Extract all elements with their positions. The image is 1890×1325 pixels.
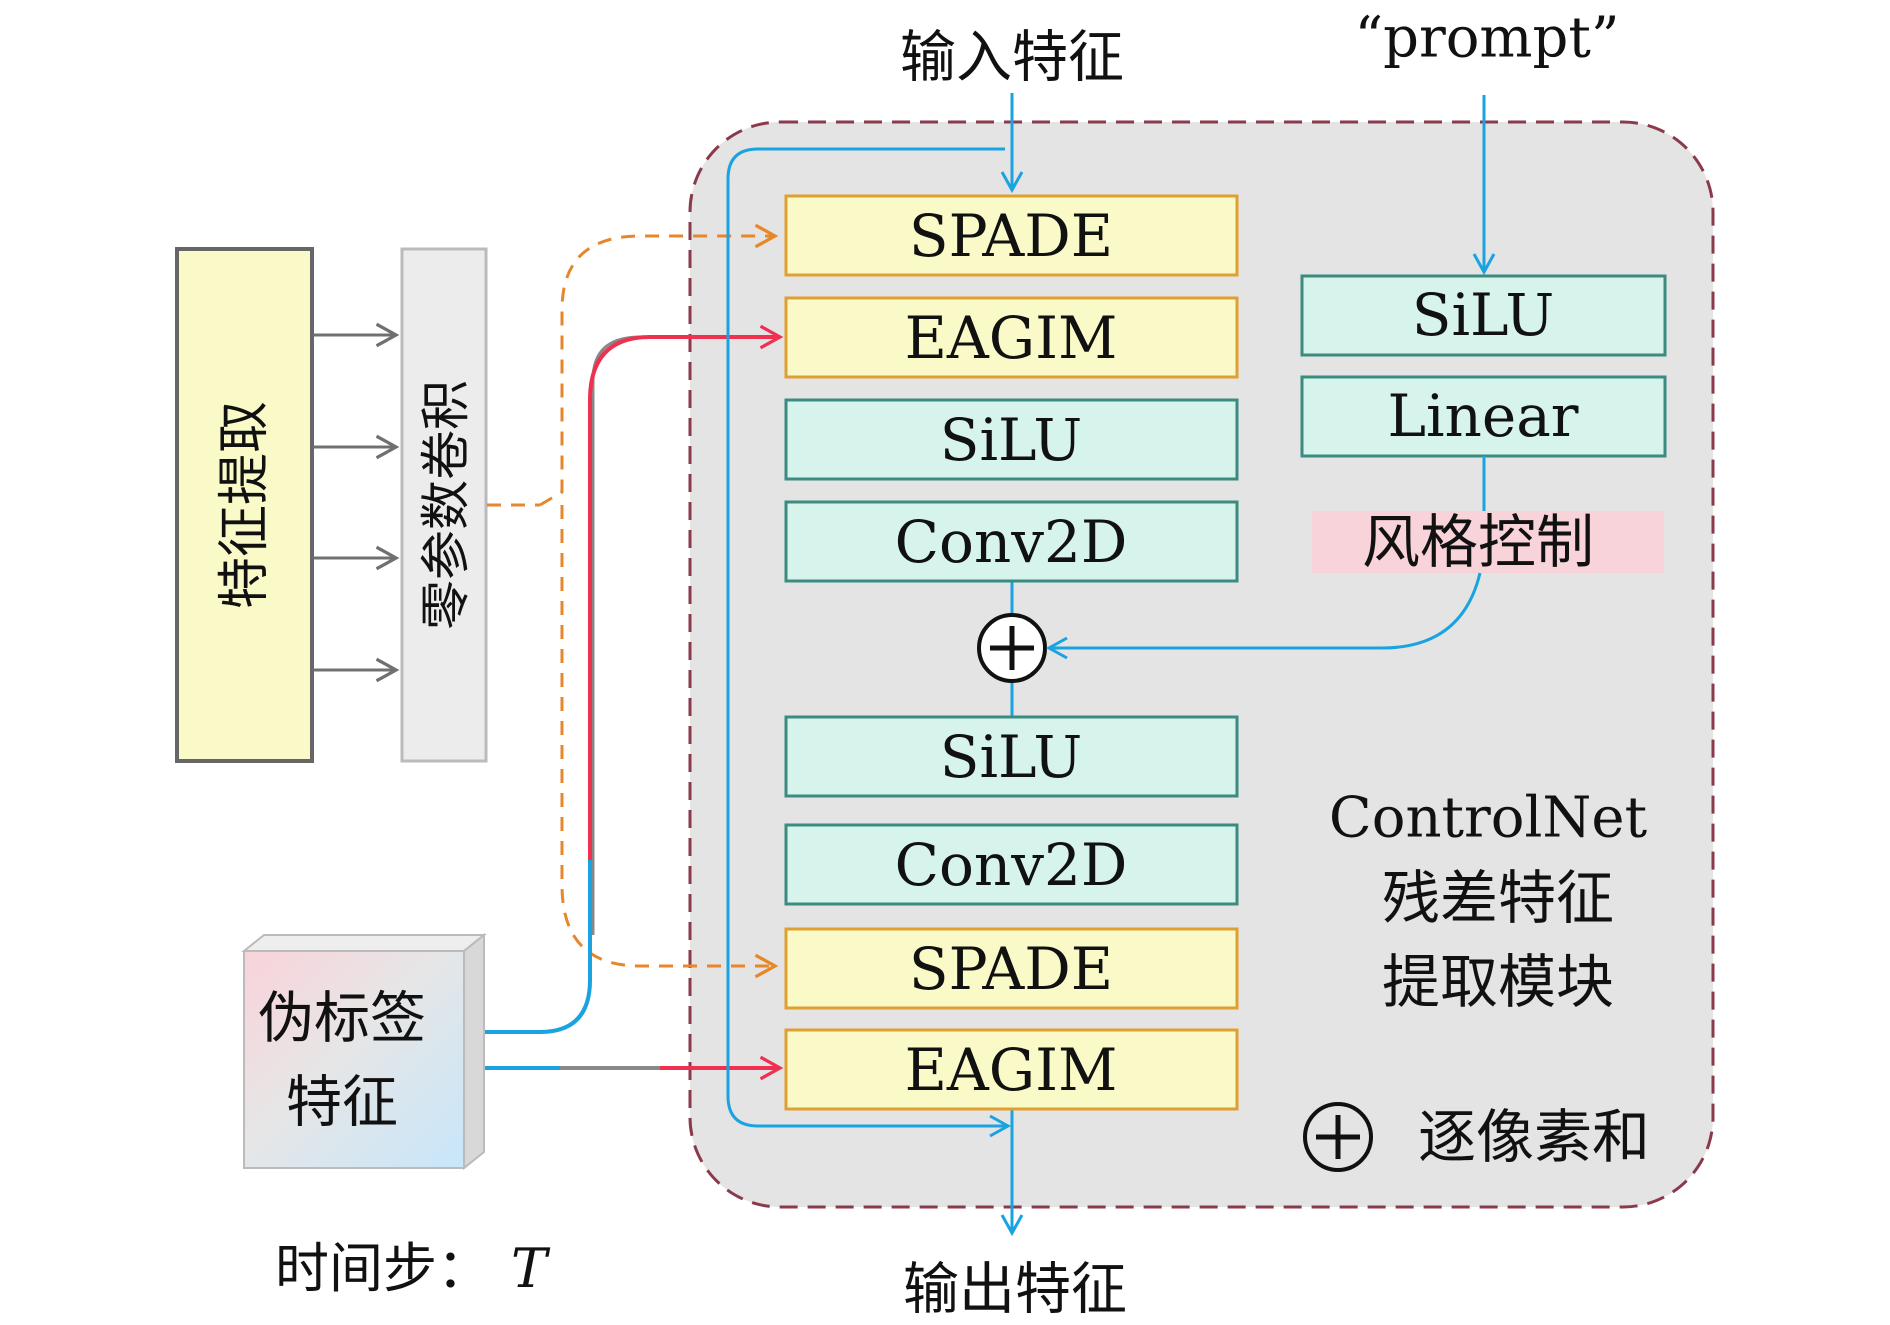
zero-conv-label: 零参数卷积 [417,380,475,630]
spade-top-label: SPADE [909,202,1113,270]
eagim-top-label: EAGIM [905,304,1118,372]
timestep-label: 时间步： T [275,1237,551,1300]
timestep-variable: T [511,1237,551,1300]
plus-legend: 逐像素和 [1303,1102,1650,1172]
silu-prompt-box [1300,274,1667,357]
module-name-line1: ControlNet [1329,786,1648,851]
pseudo-box-top-face [241,934,487,952]
eagim-bottom-label: EAGIM [905,1036,1118,1104]
spade-top-box [784,194,1239,277]
module-name-line2: 残差特征 [1382,864,1614,932]
blue-pseudo-to-eagim [484,860,592,1034]
plus-legend-label: 逐像素和 [1418,1103,1650,1171]
conv-2-box [784,823,1239,906]
pseudo-label-line2: 特征 [286,1071,398,1136]
plus-legend-icon [1303,1102,1373,1172]
linear-prompt-box [1300,375,1667,458]
eagim-top-box [784,296,1239,379]
orange-dash-to-spade-bottom [560,505,779,979]
pseudo-label-line1: 伪标签 [258,987,426,1052]
spade-bottom-box [784,927,1239,1010]
feature-to-zeroconv-arrows [313,322,400,683]
input-feature-label: 输入特征 [900,26,1124,91]
timestep-prefix: 时间步： [275,1237,491,1300]
linear-prompt-label: Linear [1387,382,1578,450]
plus-node [977,613,1047,683]
conv-2-label: Conv2D [895,831,1128,899]
silu-1-box [784,398,1239,481]
silu-1-label: SiLU [940,406,1083,474]
style-control-label: 风格控制 [1362,508,1594,576]
pseudo-box-front [243,950,465,1169]
gray-pseudo-line [591,335,700,935]
conv-1-label: Conv2D [895,508,1128,576]
conv-1-box [784,500,1239,583]
style-to-plus-arrow [1045,572,1482,660]
output-feature-label: 输出特征 [903,1258,1127,1323]
silu-2-box [784,715,1239,798]
prompt-label: “prompt” [1354,6,1619,71]
style-control-bg [1312,511,1664,573]
zeroconv-to-spade-dashed [487,223,779,979]
eagim-bottom-box [784,1028,1239,1111]
red-path-to-eagim-top [588,324,784,860]
spade-bottom-label: SPADE [909,935,1113,1003]
zero-conv-box [400,247,488,763]
module-name-line3: 提取模块 [1382,948,1614,1016]
pseudo-box-side-face [463,932,485,1171]
orange-dash-to-spade-top [539,223,779,507]
silu-prompt-label: SiLU [1412,281,1555,349]
feature-extract-box [175,247,314,763]
residual-skip-line [726,147,1012,1138]
main-chain-blocks: SPADE EAGIM SiLU Conv2D SiLU Conv2D SPAD… [784,194,1239,1111]
feature-extract-label: 特征提取 [215,401,275,609]
pseudo-label-box: 伪标签 特征 [241,932,487,1171]
silu-2-label: SiLU [940,723,1083,791]
